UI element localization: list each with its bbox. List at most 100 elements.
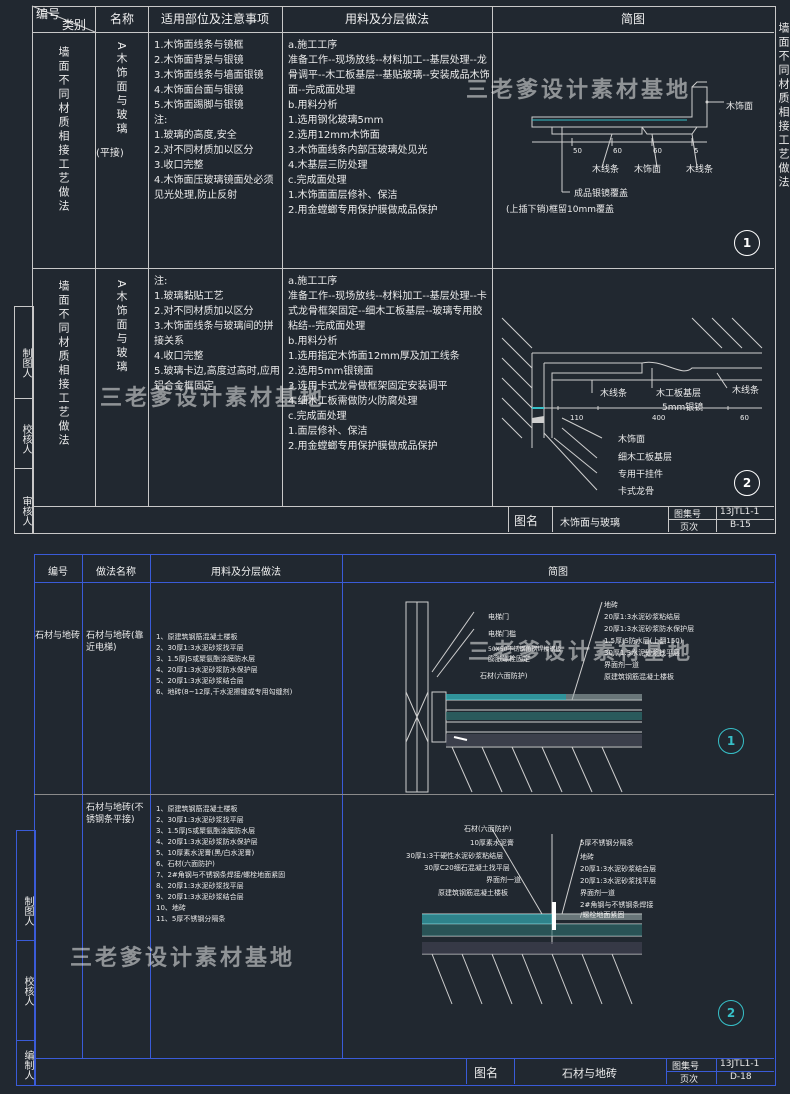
sheet2-row1-detail-number: 1 [718, 728, 744, 754]
sheet2-header-code: 编号 [48, 567, 68, 578]
s2r1-label-right: 地砖 [604, 601, 618, 609]
sheet2-row2-detail-drawing [422, 828, 642, 1005]
row2-detail-drawing [501, 317, 763, 491]
col-line [95, 6, 96, 506]
s2r1-label-right: 30厚1:3水泥砂浆找平层 [604, 649, 681, 657]
s2r1-label-left: 电梯门 [488, 613, 509, 621]
sheet1-title-label: 图名 [514, 514, 539, 528]
row1-dim: 60 [653, 147, 662, 155]
sheet2-row2-name: 石材与地砖(不锈钢条平接) [86, 803, 144, 825]
row1-label: (上插下销)框留10mm覆盖 [506, 205, 615, 215]
header-method: 用料及分层做法 [344, 12, 429, 26]
sheet2-header-name: 做法名称 [96, 567, 136, 578]
s2r1-label-right: 界面剂一道 [604, 661, 639, 669]
row1-label: 木线条 [592, 165, 620, 175]
sheet1-signoff-strip [14, 306, 34, 534]
header-diagonal [31, 5, 96, 33]
s2r2-label-left: 界面剂一道 [486, 876, 521, 884]
sheet-2-frame [34, 554, 776, 1086]
sheet2-header-diagram: 简图 [548, 567, 568, 578]
sheet1-page-label: 页次 [680, 523, 699, 533]
sheet1-side-drafter: 制图人 [20, 348, 31, 378]
right-margin-title: 墙面不同材质相接工艺做法 [777, 22, 790, 190]
row1-method: a.施工工序 准备工作--现场放线--材料加工--基层处理--龙骨调平--木工板… [288, 40, 490, 216]
sheet1-page-value: B-15 [730, 520, 751, 530]
sheet-1-frame [32, 6, 776, 534]
sheet2-title-value: 石材与地砖 [562, 1067, 617, 1080]
header-name: 名称 [109, 12, 134, 26]
s2r1-label-left: 电梯门槛 [488, 630, 516, 638]
row1-dim: 5 [694, 147, 699, 155]
sheet1-side-checker: 校核人 [20, 424, 31, 454]
col-line [282, 6, 283, 506]
sheet2-row1-code: 石材与地砖 [35, 631, 81, 641]
row2-category: 墙面不同材质相接工艺做法 [57, 280, 70, 448]
sheet2-page-label: 页次 [680, 1075, 699, 1085]
sheet2-row2-method: 1、原建筑钢筋混凝土楼板 2、30厚1:3水泥砂浆找平层 3、1.5厚JS或聚氨… [156, 805, 286, 923]
row2-dim: 110 [570, 414, 584, 422]
sheet2-header-method: 用料及分层做法 [211, 567, 281, 578]
row1-label: 成品银镜覆盖 [574, 189, 629, 199]
watermark: 三老爹设计素材基地 [466, 78, 692, 103]
s2r2-label-right: 2#角钢与不锈钢条焊接 [580, 901, 654, 909]
s2r2-label-right: /螺栓地面紧固 [580, 911, 625, 919]
sheet2-title-label: 图名 [474, 1066, 499, 1080]
row2-name: A木饰面与玻璃 [115, 280, 128, 375]
s2r1-label-right: 20厚1:3水泥砂浆防水保护层 [604, 625, 695, 633]
sheet2-side-drafter: 制图人 [22, 896, 33, 926]
sheet2-atlas-label: 图集号 [672, 1062, 700, 1072]
row2-dim: 400 [652, 414, 666, 422]
s2r2-label-right: 20厚1:3水泥砂浆找平层 [580, 877, 657, 885]
sheet1-side-reviewer: 审核人 [20, 496, 31, 526]
row2-label: 5mm银镜 [662, 403, 704, 413]
s2r1-label-left: 石材(六面防护) [480, 672, 528, 680]
sheet2-page-value: D-18 [730, 1072, 752, 1082]
sheet1-atlas-value: 13JTL1-1 [720, 507, 760, 517]
row2-scope: 注: 1.玻璃黏贴工艺 2.对不同材质加以区分 3.木饰面线条与玻璃间的拼接关系… [154, 276, 280, 392]
row2-detail-number: 2 [734, 470, 760, 496]
watermark: 三老爹设计素材基地 [70, 946, 296, 971]
row2-label: 木工板基层 [656, 389, 702, 399]
header-code: 编号 [36, 7, 61, 21]
row2-label: 木饰面 [618, 435, 646, 445]
sheet2-row1-name: 石材与地砖(靠近电梯) [86, 631, 144, 653]
s2r2-label-left: 10厚素水泥膏 [470, 839, 514, 847]
row1-detail-number: 1 [734, 230, 760, 256]
row1-label: 木线条 [686, 165, 714, 175]
s2r2-label-right: 5厚不锈钢分隔条 [580, 839, 634, 847]
row-separator [32, 268, 774, 269]
sheet1-title-value: 木饰面与玻璃 [560, 518, 620, 529]
col-line [492, 6, 493, 506]
row2-label: 专用干挂件 [618, 470, 664, 480]
watermark: 三老爹设计素材基地 [100, 386, 326, 411]
s2r2-label-right: 地砖 [580, 853, 594, 861]
sheet2-atlas-value: 13JTL1-1 [720, 1059, 760, 1069]
s2r2-label-left: 30厚1:3干硬性水泥砂浆粘结层 [406, 852, 504, 860]
s2r2-label-right: 界面剂一道 [580, 889, 615, 897]
sheet2-row1-detail-drawing [405, 601, 642, 793]
s2r1-label-right: 原建筑钢筋混凝土楼板 [604, 673, 674, 681]
header-scope: 适用部位及注意事项 [160, 12, 269, 26]
row1-label: 木饰面 [726, 102, 754, 112]
s2r1-label-left: 50X50不锈钢角钢焊接钢板 [488, 646, 562, 653]
row2-method: a.施工工序 准备工作--现场放线--材料加工--基层处理--卡式龙骨框架固定-… [288, 276, 487, 452]
row1-dim: 50 [573, 147, 582, 155]
sheet2-row2-detail-number: 2 [718, 1000, 744, 1026]
col-line [148, 6, 149, 506]
row1-name: A木饰面与玻璃 [115, 42, 128, 137]
sheet-1-header-line [32, 32, 774, 33]
row2-label: 细木工板基层 [618, 453, 673, 463]
row2-dim: 60 [740, 414, 749, 422]
s2r1-label-right: 20厚1:3水泥砂浆粘结层 [604, 613, 681, 621]
s2r1-label-left: 膨胀螺栓固定 [488, 655, 530, 663]
s2r2-label-right: 20厚1:3水泥砂浆结合层 [580, 865, 657, 873]
s2r2-label-left: 石材(六面防护) [464, 825, 512, 833]
row1-scope: 1.木饰面线条与镜框 2.木饰面背景与银镜 3.木饰面线条与墙面银镜 4.木饰面… [154, 40, 274, 201]
s2r1-label-right: 1.5厚JS防水层(上翻150) [604, 637, 683, 645]
row1-category: 墙面不同材质相接工艺做法 [57, 46, 70, 214]
row1-detail-drawing [531, 81, 724, 193]
row1-dim: 60 [613, 147, 622, 155]
row2-label: 卡式龙骨 [618, 487, 655, 497]
sheet1-atlas-label: 图集号 [674, 510, 702, 520]
sheet2-side-compiler: 编制人 [22, 1050, 33, 1080]
